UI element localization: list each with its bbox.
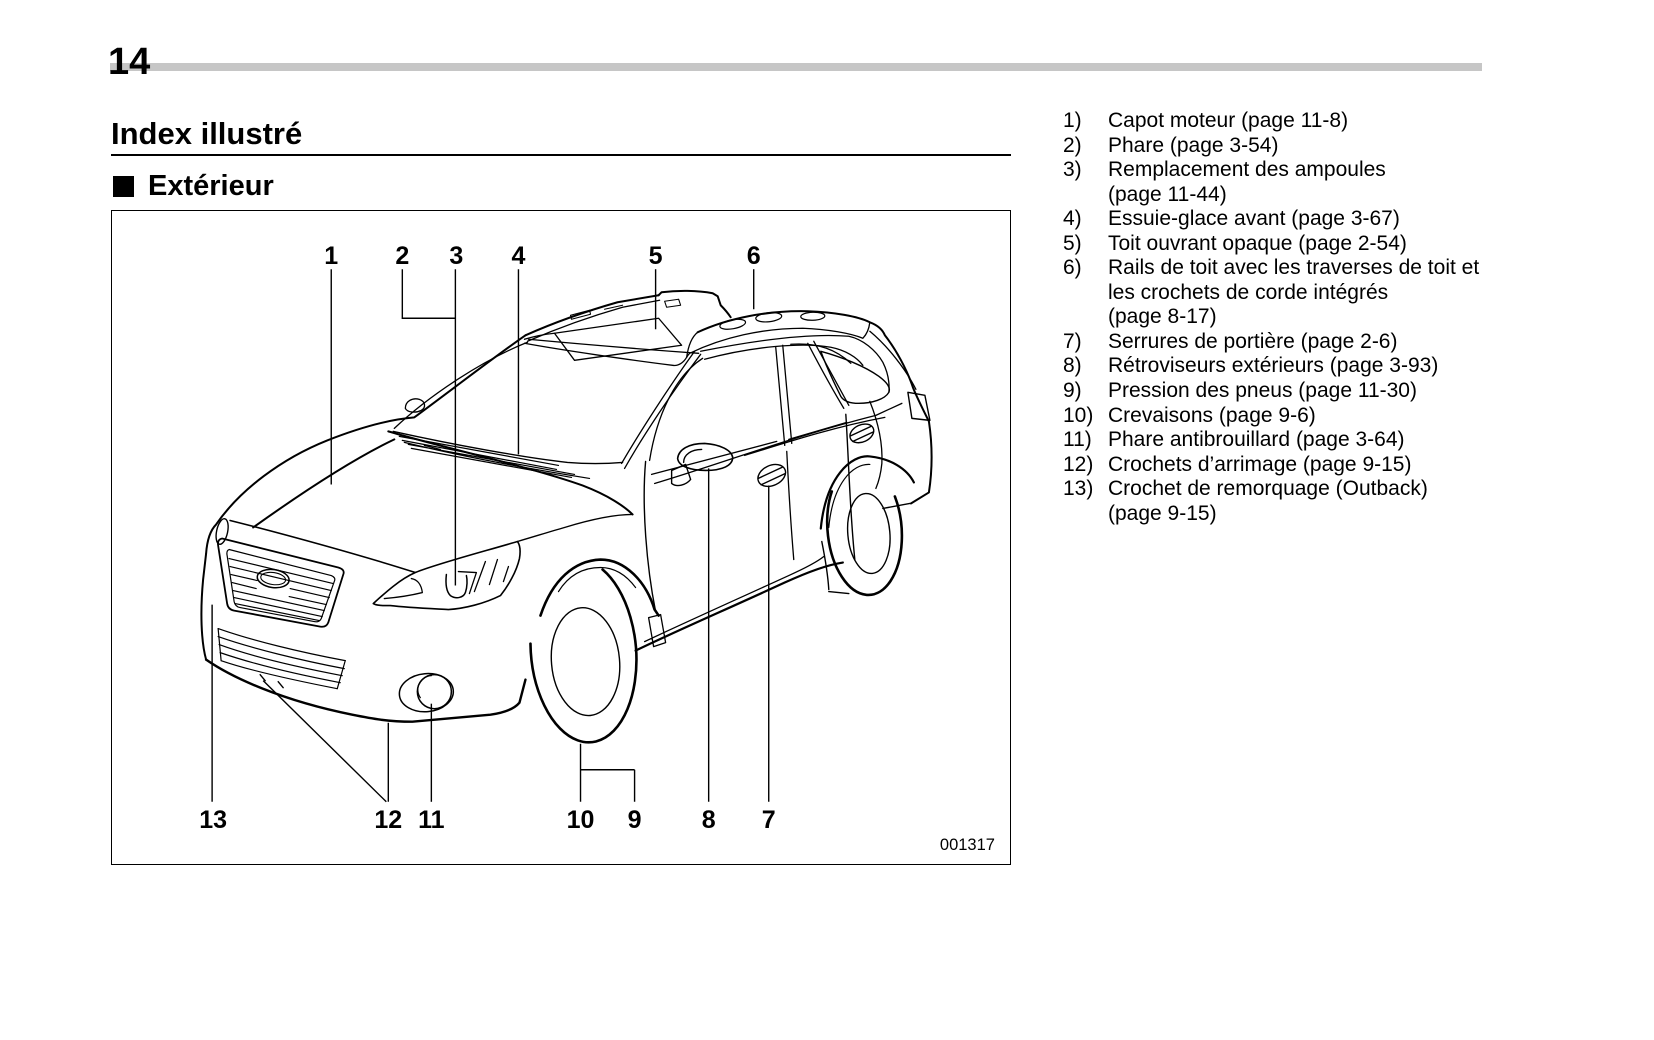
svg-text:2: 2 <box>395 242 409 270</box>
svg-text:11: 11 <box>418 806 445 834</box>
svg-text:10: 10 <box>567 806 595 834</box>
svg-text:1: 1 <box>324 242 338 270</box>
svg-text:12: 12 <box>374 806 402 834</box>
svg-text:3: 3 <box>449 242 463 270</box>
svg-text:001317: 001317 <box>940 836 995 854</box>
svg-text:7: 7 <box>762 806 776 834</box>
svg-text:9: 9 <box>628 806 642 834</box>
svg-text:4: 4 <box>511 242 525 270</box>
svg-text:6: 6 <box>747 242 761 270</box>
svg-text:5: 5 <box>649 242 663 270</box>
svg-text:13: 13 <box>199 806 227 834</box>
svg-text:8: 8 <box>702 806 716 834</box>
